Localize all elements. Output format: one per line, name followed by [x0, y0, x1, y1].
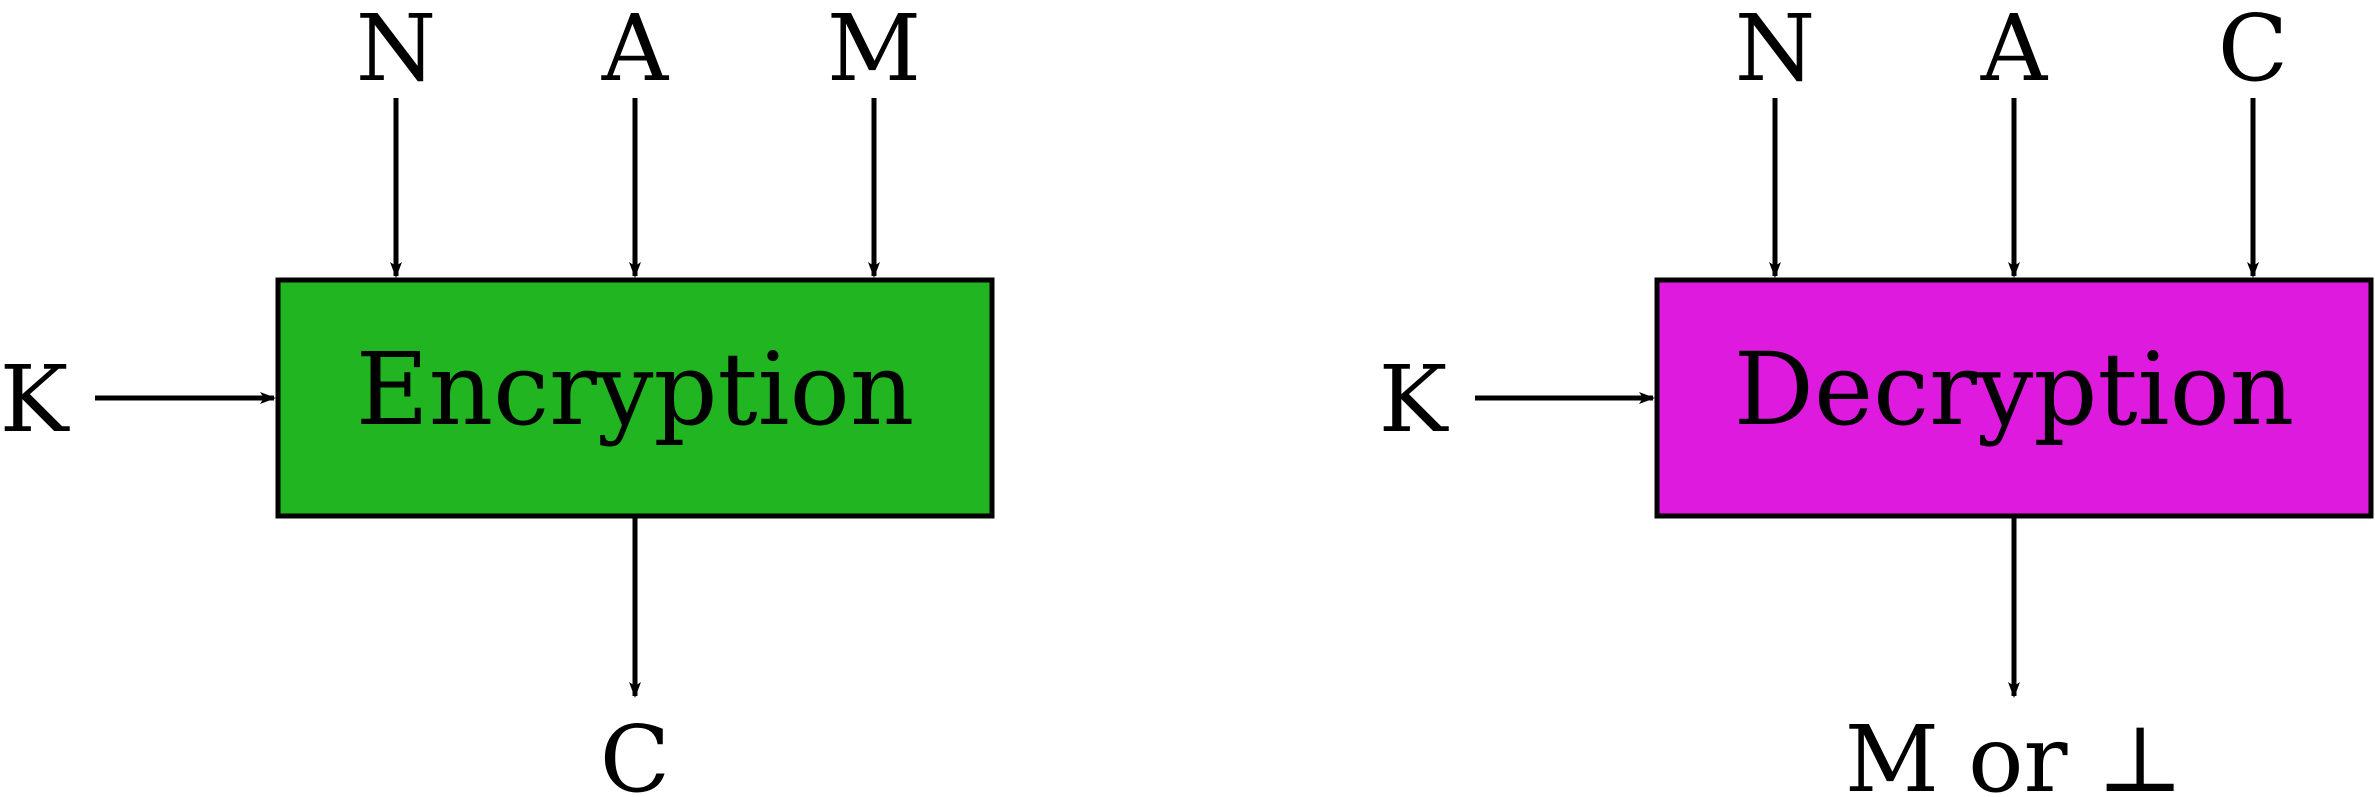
decryption-input-a-label: A: [1980, 0, 2049, 102]
decryption-output-label: M or ⊥: [1845, 706, 2184, 797]
encryption-input-m-label: M: [827, 0, 921, 102]
encryption-block: N A M K Encryption C: [0, 0, 995, 797]
decryption-block: N A C K Decryption M or ⊥: [1379, 0, 2374, 797]
encryption-box-label: Encryption: [356, 331, 915, 448]
encryption-output-label: C: [600, 706, 670, 797]
encryption-key-label: K: [0, 346, 71, 453]
decryption-box-label: Decryption: [1734, 331, 2294, 448]
decryption-input-c-label: C: [2218, 0, 2288, 102]
encryption-input-a-label: A: [601, 0, 670, 102]
encryption-input-n-label: N: [356, 0, 437, 102]
decryption-key-label: K: [1379, 346, 1450, 453]
encryption-box: [275, 277, 995, 519]
decryption-input-n-label: N: [1735, 0, 1816, 102]
